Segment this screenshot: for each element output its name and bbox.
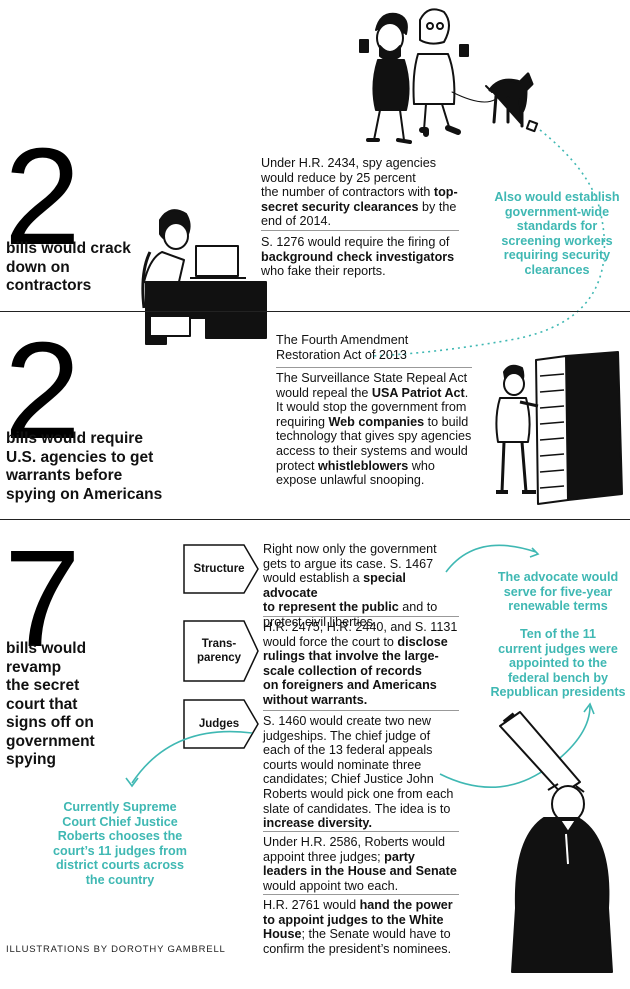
section1-note: Also would establish government-wide sta… [494, 190, 620, 277]
section3-number: 7 [4, 522, 81, 676]
structure-text: Right now only the government gets to ar… [263, 542, 438, 629]
section2-item2: The Surveillance State Repeal Act would … [276, 371, 472, 488]
section3-lede: bills would revamp the secret court that… [6, 640, 95, 768]
divider [263, 710, 459, 711]
transparency-text: H.R. 2475, H.R. 2440, and S. 1131 would … [263, 620, 458, 707]
section1-number: 2 [4, 120, 81, 274]
divider [263, 894, 459, 895]
note-judges: Ten of the 11 current judges were appoin… [490, 627, 626, 700]
section-divider [0, 519, 630, 520]
section1-lede: bills would crack down on contractors [6, 240, 131, 294]
note-roberts: Currently Supreme Court Chief Justice Ro… [53, 800, 187, 887]
note-advocate: The advocate would serve for five-year r… [497, 570, 619, 614]
divider [263, 616, 459, 617]
divider [276, 367, 472, 368]
divider [263, 831, 459, 832]
section2-number: 2 [4, 314, 81, 468]
section-divider [0, 311, 630, 312]
section2-item1: The Fourth Amendment Restoration Act of … [276, 333, 409, 362]
judges-text: S. 1460 would create two new judgeships.… [263, 714, 454, 831]
hr2586-text: Under H.R. 2586, Roberts would appoint t… [263, 835, 457, 893]
illustration-credit: ILLUSTRATIONS BY DOROTHY GAMBRELL [6, 944, 226, 955]
section1-item2: S. 1276 would require the firing of back… [261, 235, 455, 279]
section2-lede: bills would require U.S. agencies to get… [6, 430, 163, 503]
hr2761-text: H.R. 2761 would hand the power to appoin… [263, 898, 453, 956]
divider [261, 230, 459, 231]
section1-item1: Under H.R. 2434, spy agencies would redu… [261, 156, 458, 229]
